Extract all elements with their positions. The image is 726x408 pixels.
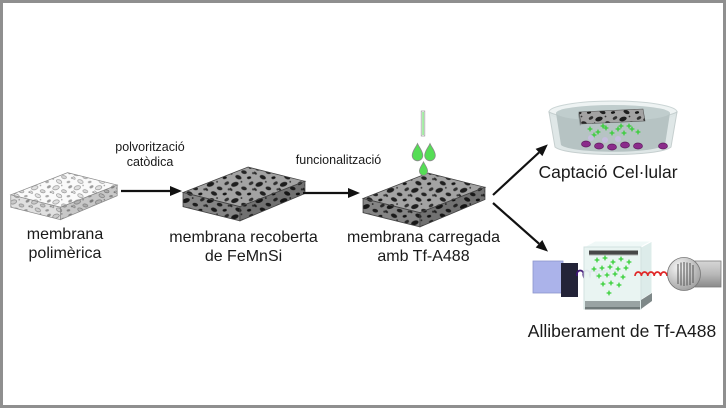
stage-label-coated: membrana recoberta de FeMnSi (151, 228, 336, 266)
cells (581, 135, 668, 151)
coated-membrane-graphic (181, 166, 307, 222)
cuvette-icon (583, 240, 653, 310)
petri-dish-graphic (548, 100, 678, 155)
stage-label-loaded-line1: membrana carregada (347, 229, 500, 246)
stage-label-polymeric: membrana polimèrica (5, 225, 125, 263)
dropper-icon (411, 110, 436, 176)
stage-label-loaded-line2: amb Tf-A488 (377, 248, 470, 265)
fluorescence-setup-graphic (532, 240, 722, 310)
process-label-functionalization-line1: funcionalització (295, 153, 382, 167)
stage-label-coated-line2: de FeMnSi (204, 248, 283, 265)
diverging-arrows-icon (492, 144, 548, 252)
stage-label-polymeric-line1: membrana (26, 226, 104, 243)
stage-label-coated-line1: membrana recoberta (169, 229, 318, 246)
stage-label-polymeric-line2: polimèrica (28, 245, 102, 262)
polymeric-membrane-graphic (9, 172, 119, 221)
process-label-sputtering: polvorització catòdica (95, 140, 205, 170)
process-label-sputtering-line2: catòdica (126, 155, 174, 169)
process-label-functionalization: funcionalització (286, 153, 391, 168)
floating-membrane-strip (578, 108, 646, 126)
light-source-icon (532, 260, 578, 297)
arrow-right-icon (121, 186, 182, 196)
outcome-label-release: Alliberament de Tf-A488 (527, 321, 717, 341)
detector-icon (667, 257, 722, 291)
outcome-label-cellular-uptake: Captació Cel·lular (538, 162, 678, 182)
loaded-membrane-graphic (361, 172, 487, 228)
process-label-sputtering-line1: polvorització (115, 140, 185, 154)
arrow-right-icon (303, 188, 360, 198)
stage-label-loaded: membrana carregada amb Tf-A488 (336, 228, 511, 266)
